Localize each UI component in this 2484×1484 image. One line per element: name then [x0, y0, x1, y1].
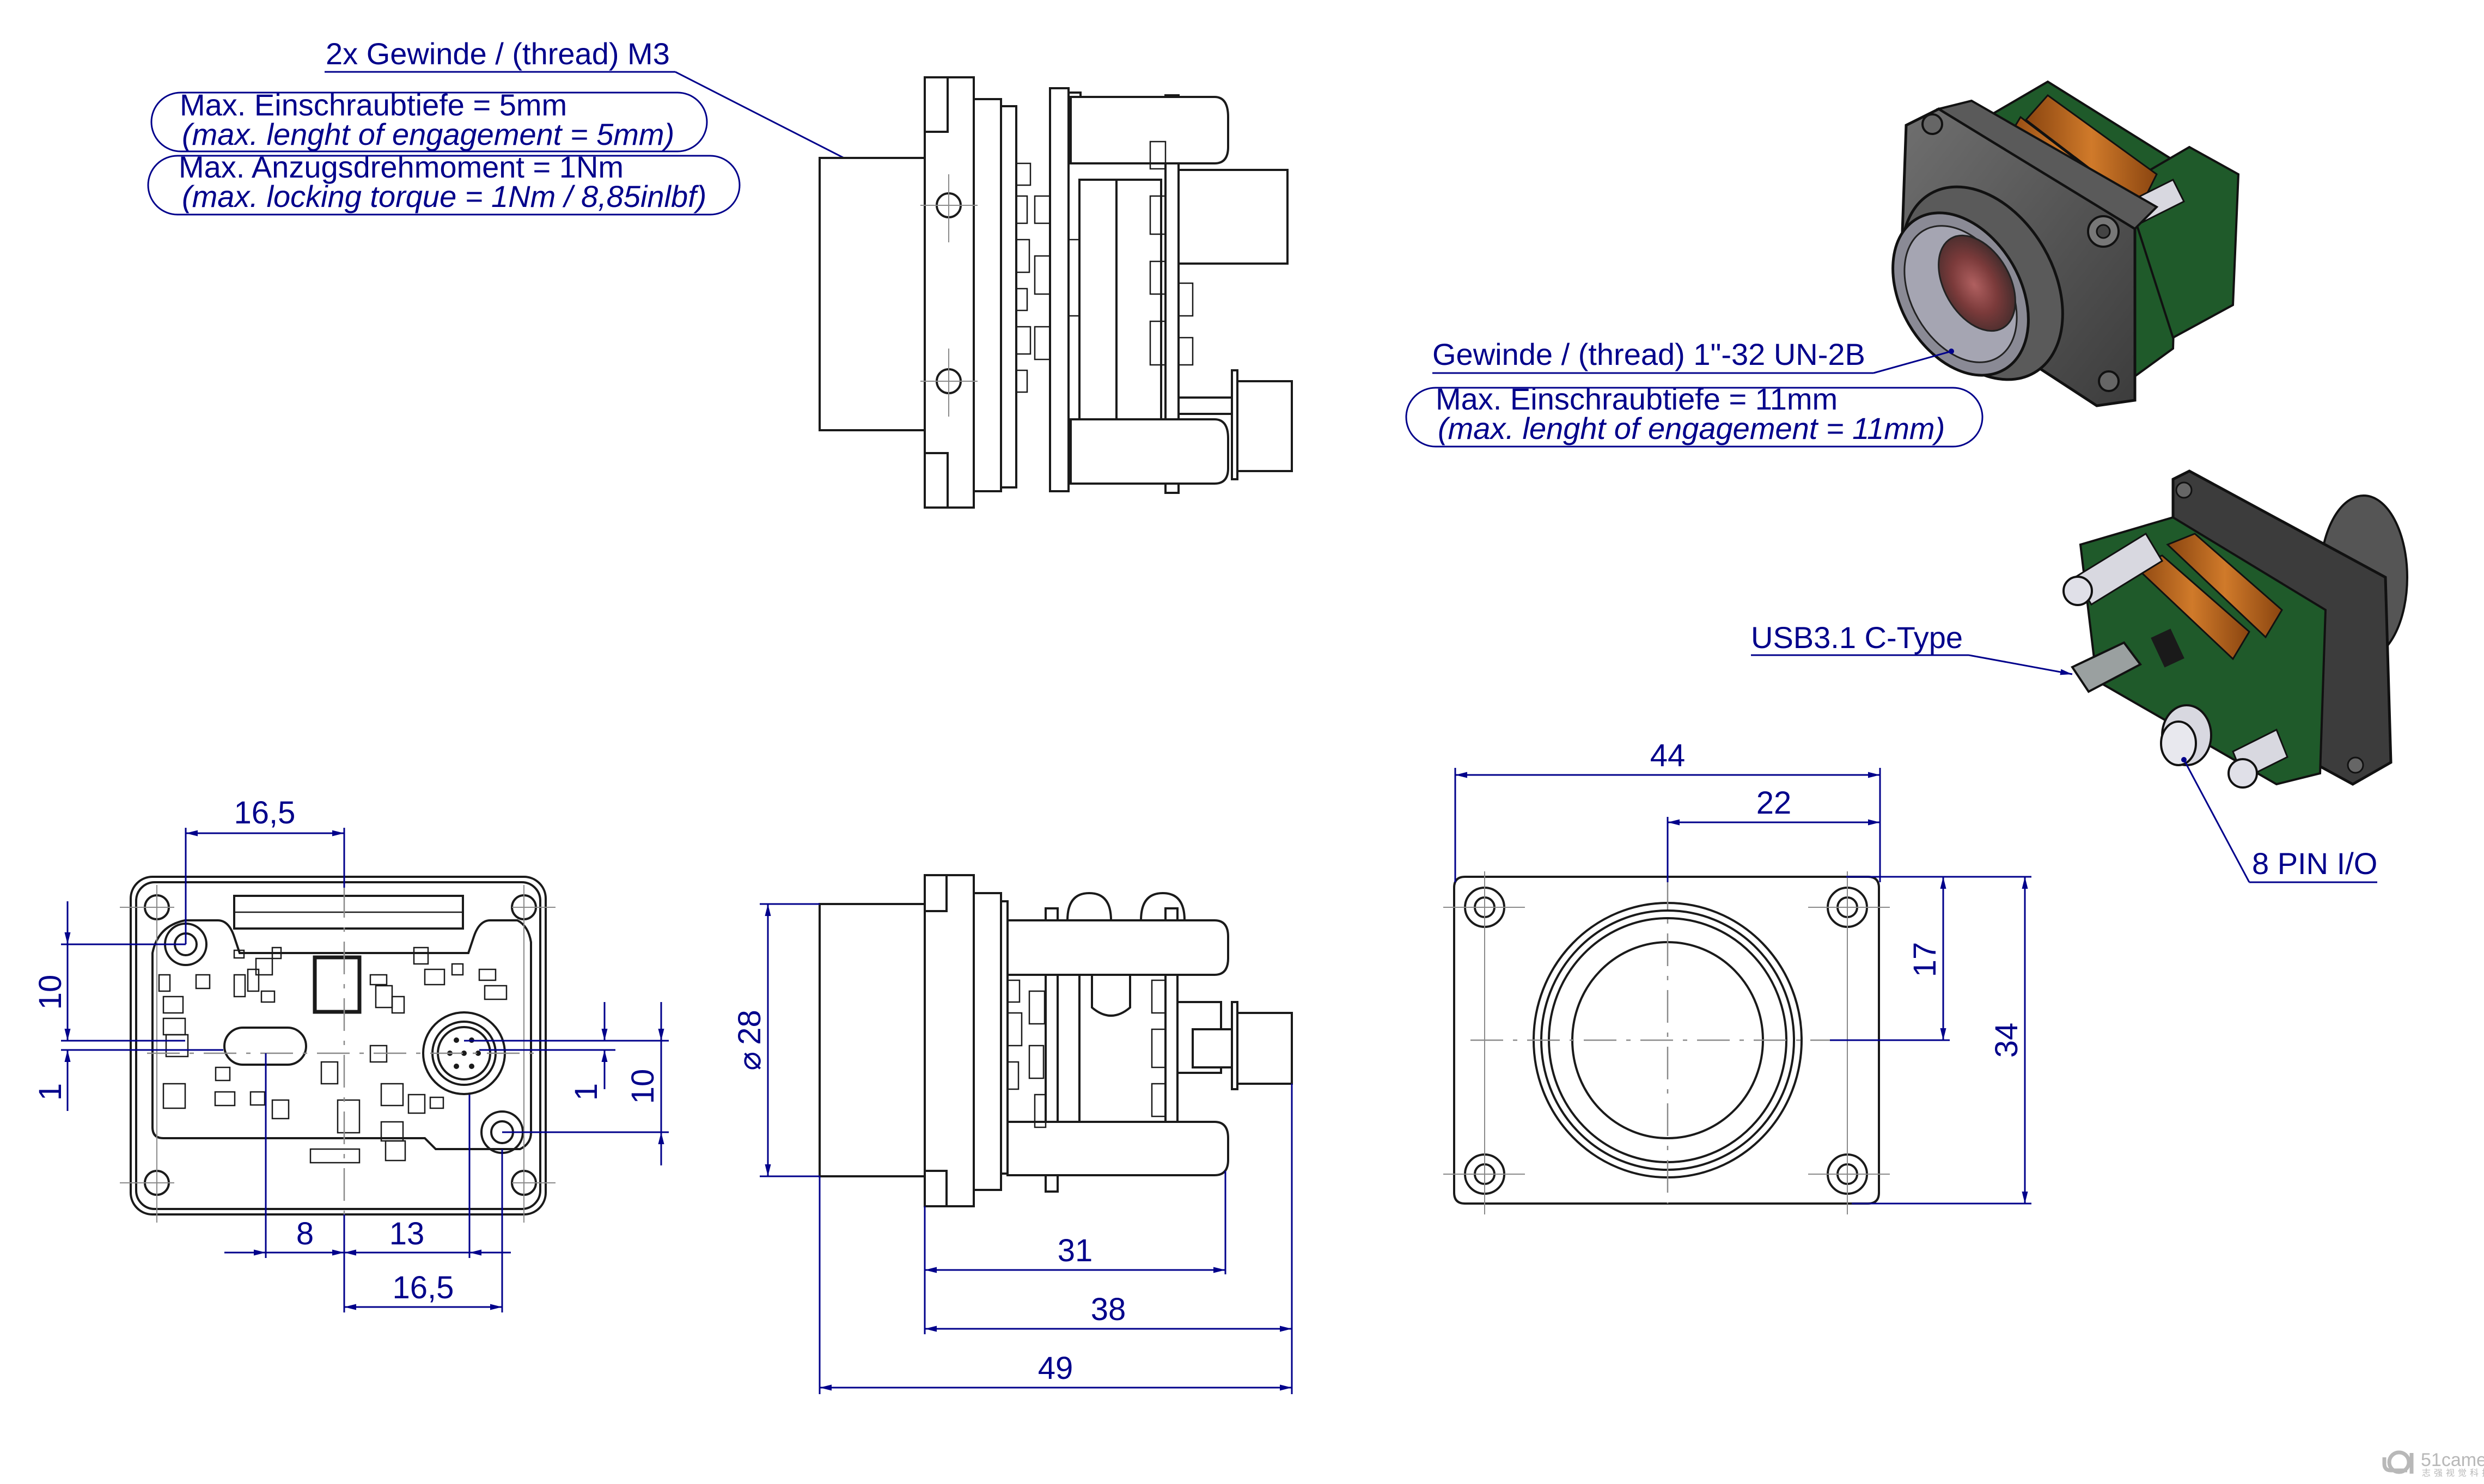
lens-tube [819, 157, 927, 431]
m3-thread-title: 2x Gewinde / (thread) M3 [326, 36, 670, 71]
io-connector [1236, 380, 1293, 472]
pcb-middle [1049, 87, 1070, 492]
m3-torque-de: Max. Anzugsdrehmoment = 1Nm [179, 150, 624, 184]
flange-notch-bottom [924, 452, 949, 509]
dim-connector-length: 38 [1091, 1292, 1126, 1327]
lens-thread-title: Gewinde / (thread) 1"-32 UN-2B [1432, 337, 1865, 371]
dim-height: 34 [1989, 1023, 2024, 1058]
standoff-top [1070, 96, 1229, 164]
dim-lens-diameter-value: 28 [732, 1010, 767, 1045]
component-block [1057, 974, 1081, 1123]
dim-lens-diameter: ⌀ 28 [732, 1010, 767, 1070]
dim-left-lower: 1 [33, 1083, 68, 1101]
render-front-iso [1891, 80, 2240, 407]
dim-half-height: 17 [1907, 942, 1943, 978]
flange [924, 76, 975, 509]
usb-leader [1968, 654, 2073, 675]
lens-thread-leader [1873, 350, 1952, 374]
pcb-sensor [1000, 105, 1017, 488]
m3-depth-de: Max. Einschraubtiefe = 5mm [180, 88, 567, 122]
usb-callout: USB3.1 C-Type [1751, 620, 2073, 675]
camera-logo-icon [2382, 1450, 2414, 1474]
dim-top-width: 16,5 [234, 795, 296, 830]
flange-view: 44 22 17 34 [1443, 738, 2031, 1214]
dim-body-length: 31 [1058, 1233, 1093, 1268]
dim-bottom-mid: 13 [389, 1216, 425, 1251]
m3-depth-bubble [150, 91, 708, 152]
standoff-bottom [1006, 1121, 1229, 1176]
m3-thread-callout: 2x Gewinde / (thread) M3 Max. Einschraub… [147, 36, 938, 216]
pcb-components [1015, 141, 1194, 393]
render-rear-iso [2062, 469, 2408, 789]
io-connector-base [1177, 396, 1234, 415]
flex-cable [1078, 179, 1162, 420]
usb-title: USB3.1 C-Type [1751, 620, 1963, 655]
io-leader [2183, 759, 2250, 883]
io-title: 8 PIN I/O [2252, 846, 2377, 881]
lens-depth-de: Max. Einschraubtiefe = 11mm [1436, 382, 1838, 416]
flange-notch-top [924, 76, 949, 133]
pcb-components [1006, 979, 1167, 1128]
dim-bottom-width: 16,5 [393, 1270, 454, 1305]
side-view-bottom: ⌀ 28 31 38 49 [732, 874, 1293, 1394]
lens-tube [819, 903, 927, 1177]
housing-inner-edge [135, 881, 541, 1210]
pcb-outline [151, 919, 532, 1150]
front-view: 16,5 10 1 1 10 8 13 16,5 [33, 795, 669, 1312]
lens-thread-callout: Gewinde / (thread) 1"-32 UN-2B Max. Eins… [1405, 337, 1983, 448]
dim-left-upper: 10 [33, 975, 68, 1010]
lens-depth-en: (max. lenght of engagement = 11mm) [1438, 411, 1945, 445]
lens-depth-bubble [1405, 387, 1983, 448]
m3-torque-bubble [147, 155, 741, 216]
dim-bottom-left: 8 [296, 1216, 314, 1251]
main-ic [313, 955, 362, 1014]
side-view-top [819, 76, 1293, 509]
flange-notch-bottom [924, 1170, 948, 1207]
watermark-logo-text: 51camera [2421, 1450, 2484, 1470]
io-connector [1236, 1012, 1293, 1085]
dim-right-inner: 1 [569, 1083, 604, 1101]
dim-right-outer: 10 [625, 1069, 661, 1104]
standoff-top [1006, 919, 1229, 976]
sensor-board-mount [973, 98, 1002, 492]
housing-outline [130, 876, 547, 1216]
standoff-bottom [1070, 418, 1229, 485]
watermark-subtitle: 志强视觉科技 [2422, 1468, 2484, 1478]
dim-total-length: 49 [1038, 1351, 1073, 1386]
flex-loop [1140, 891, 1186, 921]
dim-half-width: 22 [1756, 785, 1792, 821]
m3-torque-en: (max. locking torque = 1Nm / 8,85inlbf) [182, 179, 706, 213]
m3-depth-en: (max. lenght of engagement = 5mm) [182, 117, 674, 151]
flex-loop [1066, 891, 1112, 921]
dim-width: 44 [1650, 738, 1686, 773]
flange [924, 874, 975, 1207]
smd-components [158, 946, 508, 1164]
diameter-symbol: ⌀ [732, 1052, 767, 1071]
io-callout: 8 PIN I/O [2183, 759, 2377, 883]
watermark: 51camera 志强视觉科技 [2382, 1450, 2484, 1478]
sensor-board-mount [973, 892, 1002, 1191]
flex-loop [1091, 975, 1131, 1017]
usb-connector [1177, 169, 1289, 265]
flange-notch-top [924, 874, 948, 912]
